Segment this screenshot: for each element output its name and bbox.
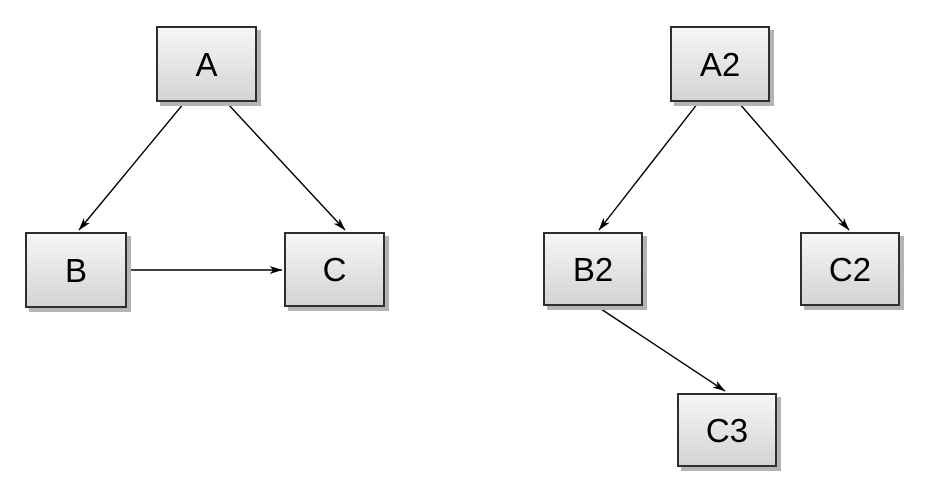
node-C3-label: C3: [705, 411, 749, 449]
node-C[interactable]: C: [284, 232, 385, 307]
node-A[interactable]: A: [156, 26, 257, 102]
node-B2-label: B2: [572, 250, 614, 288]
node-A-label: A: [195, 45, 218, 83]
node-B[interactable]: B: [25, 232, 127, 308]
node-C3[interactable]: C3: [677, 393, 777, 467]
edge-A-B[interactable]: [78, 102, 185, 231]
node-C2[interactable]: C2: [800, 232, 900, 306]
node-B2[interactable]: B2: [543, 232, 643, 306]
node-C-label: C: [322, 251, 347, 288]
edge-B2-C3[interactable]: [597, 306, 726, 392]
node-C2-label: C2: [828, 250, 872, 288]
edge-A-C[interactable]: [226, 102, 346, 231]
node-A2-label: A2: [699, 45, 741, 83]
node-A2[interactable]: A2: [670, 26, 770, 102]
node-B-label: B: [64, 251, 87, 289]
edge-A2-B2[interactable]: [598, 102, 699, 231]
edge-A2-C2[interactable]: [738, 102, 850, 231]
